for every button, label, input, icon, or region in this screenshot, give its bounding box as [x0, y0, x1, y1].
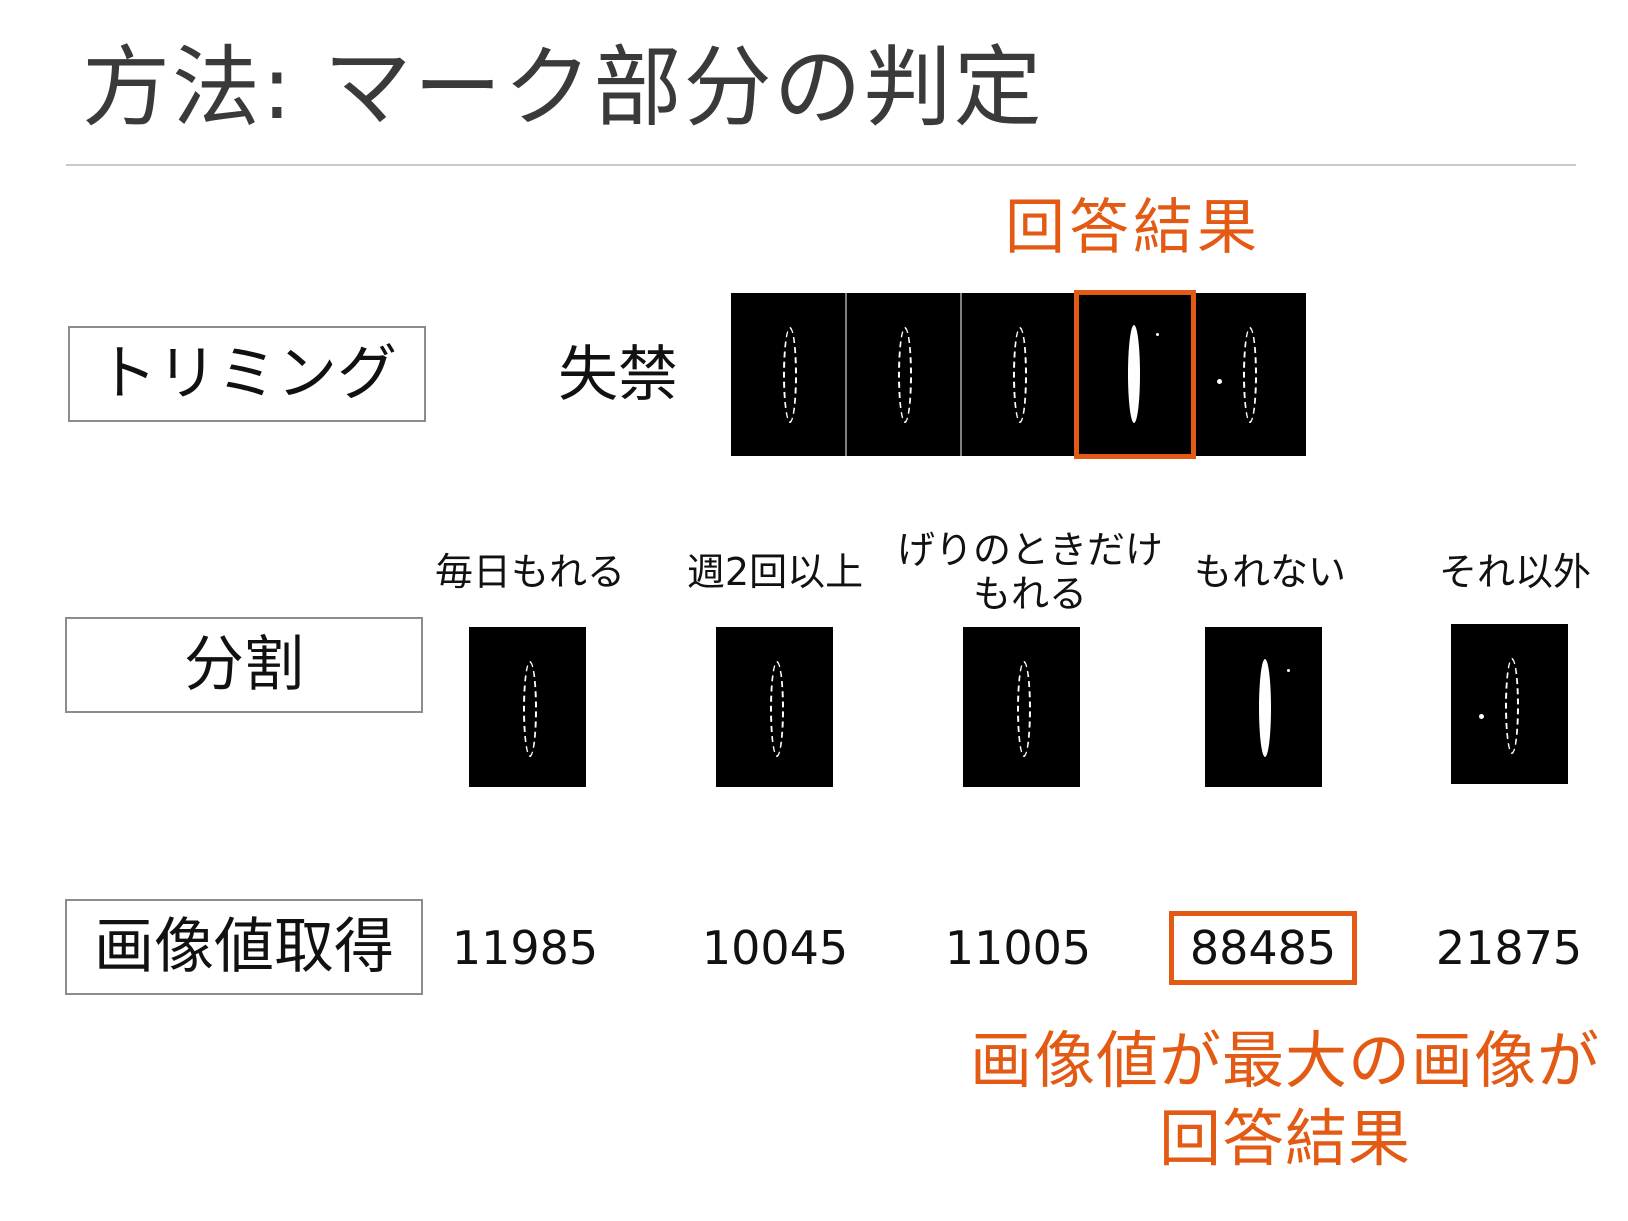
question-label: 失禁: [558, 340, 678, 410]
step-pixel-box: 画像値取得: [65, 899, 423, 995]
option-label-4: もれない: [1193, 550, 1346, 594]
strip-cell-5: [1191, 293, 1306, 456]
answer-highlight-box: [1074, 290, 1196, 459]
option-label-3-line-2: もれる: [972, 572, 1087, 616]
step-split-box: 分割: [65, 617, 423, 713]
step-trim-box: トリミング: [68, 326, 426, 422]
option-label-5: それ以外: [1438, 550, 1591, 594]
pixel-value-2: 10045: [701, 921, 849, 975]
split-crop-2: [716, 627, 833, 787]
step-trim-label: トリミング: [97, 339, 397, 409]
conclusion-line-1: 画像値が最大の画像が: [969, 1024, 1600, 1097]
strip-cell-1: [731, 293, 846, 456]
pixel-value-5: 21875: [1435, 921, 1583, 975]
max-value-highlight-box: [1169, 911, 1357, 985]
option-label-2: 週2回以上: [686, 550, 864, 594]
pixel-value-3: 11005: [944, 921, 1092, 975]
slide-title: 方法: マーク部分の判定: [82, 36, 1044, 139]
split-crop-5: [1451, 624, 1568, 784]
option-label-1: 毎日もれる: [434, 550, 625, 594]
split-crop-1: [469, 627, 586, 787]
pixel-value-1: 11985: [451, 921, 599, 975]
strip-cell-2: [846, 293, 961, 456]
pixel-value-4: 88485: [1189, 921, 1337, 975]
answer-result-label: 回答結果: [1005, 193, 1261, 263]
trimmed-mark-strip: [731, 293, 1306, 456]
step-pixel-label: 画像値取得: [94, 912, 394, 982]
option-label-3-line-1: げりのときだけ: [896, 528, 1163, 572]
strip-cell-4: [1076, 293, 1191, 456]
step-split-label: 分割: [184, 630, 304, 700]
strip-cell-3: [961, 293, 1076, 456]
title-divider: [66, 164, 1576, 166]
split-crop-4: [1205, 627, 1322, 787]
split-crop-3: [963, 627, 1080, 787]
conclusion-line-2: 回答結果: [1158, 1102, 1411, 1175]
